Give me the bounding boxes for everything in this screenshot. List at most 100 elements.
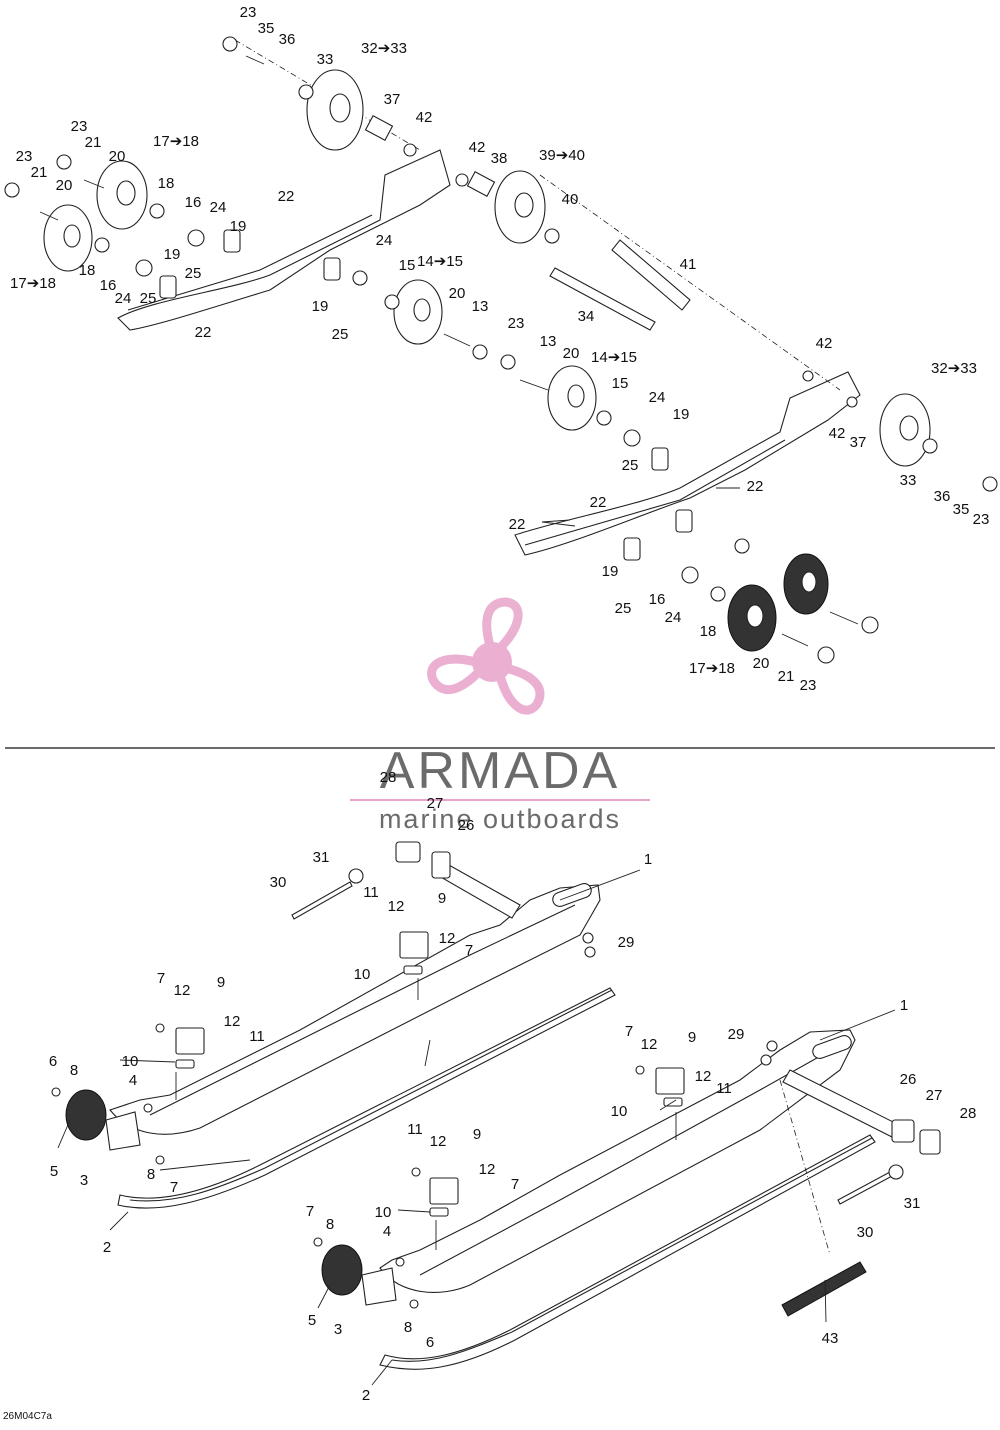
lower-callout-label: 7 xyxy=(625,1023,633,1040)
upper-callout-label: 16 xyxy=(649,591,666,608)
lower-callout-label: 4 xyxy=(129,1072,137,1089)
lower-callout-label: 2 xyxy=(362,1387,370,1404)
lower-callout-label: 31 xyxy=(313,849,330,866)
upper-callout-label: 40 xyxy=(562,191,579,208)
upper-callout-label: 25 xyxy=(185,265,202,282)
lower-callout-label: 11 xyxy=(716,1080,732,1097)
upper-callout-label: 21 xyxy=(778,668,795,685)
lower-callout-label: 29 xyxy=(728,1026,745,1043)
lower-callout-label: 12 xyxy=(388,898,405,915)
lower-callout-label: 28 xyxy=(380,769,397,786)
lower-callout-label: 1 xyxy=(644,851,652,868)
lower-callout-label: 11 xyxy=(407,1121,423,1138)
upper-callout-label: 23 xyxy=(800,677,817,694)
upper-callout-label: 20 xyxy=(109,148,126,165)
upper-callout-label: 23 xyxy=(16,148,33,165)
lower-callout-label: 8 xyxy=(147,1166,155,1183)
upper-callout-label: 38 xyxy=(491,150,508,167)
upper-callout-label: 42 xyxy=(829,425,846,442)
upper-callout-label: 21 xyxy=(85,134,102,151)
upper-callout-label: 25 xyxy=(622,457,639,474)
lower-callout-label: 8 xyxy=(326,1216,334,1233)
upper-callout-label: 23 xyxy=(240,4,257,21)
upper-callout-label: 23 xyxy=(71,118,88,135)
lower-callout-label: 27 xyxy=(427,795,444,812)
upper-callout-label: 37 xyxy=(850,434,867,451)
upper-callout-label: 22 xyxy=(195,324,212,341)
upper-callout-label: 25 xyxy=(140,290,157,307)
lower-callout-label: 31 xyxy=(904,1195,921,1212)
lower-callout-label: 3 xyxy=(80,1172,88,1189)
upper-callout-label: 14➔15 xyxy=(591,349,637,366)
upper-callout-label: 21 xyxy=(31,164,48,181)
lower-callout-label: 8 xyxy=(404,1319,412,1336)
watermark-tagline: marine outboards xyxy=(379,804,621,834)
lower-callout-label: 1 xyxy=(900,997,908,1014)
upper-callout-label: 18 xyxy=(158,175,175,192)
upper-callout-label: 42 xyxy=(816,335,833,352)
lower-callout-label: 12 xyxy=(430,1133,447,1150)
lower-callout-label: 9 xyxy=(217,974,225,991)
upper-callout-label: 37 xyxy=(384,91,401,108)
lower-callout-label: 8 xyxy=(70,1062,78,1079)
lower-callout-label: 7 xyxy=(170,1179,178,1196)
upper-callout-label: 25 xyxy=(332,326,349,343)
lower-callout-label: 29 xyxy=(618,934,635,951)
lower-callout-label: 12 xyxy=(479,1161,496,1178)
upper-callout-label: 36 xyxy=(279,31,296,48)
upper-callout-label: 34 xyxy=(578,308,595,325)
lower-callout-label: 12 xyxy=(174,982,191,999)
lower-callout-label: 6 xyxy=(426,1334,434,1351)
drawing-code: 26M04C7a xyxy=(3,1411,52,1422)
upper-callout-label: 24 xyxy=(115,290,132,307)
propeller-logo xyxy=(427,597,547,715)
upper-callout-label: 23 xyxy=(973,511,990,528)
upper-callout-label: 17➔18 xyxy=(689,660,735,677)
upper-callout-label: 19 xyxy=(602,563,619,580)
upper-callout-label: 19 xyxy=(164,246,181,263)
lower-callout-label: 27 xyxy=(926,1087,943,1104)
upper-callout-label: 16 xyxy=(100,277,117,294)
lower-callout-label: 6 xyxy=(49,1053,57,1070)
lower-callout-label: 26 xyxy=(458,817,475,834)
upper-callout-label: 13 xyxy=(540,333,557,350)
upper-callout-label: 42 xyxy=(469,139,486,156)
upper-callout-label: 42 xyxy=(416,109,433,126)
upper-callout-label: 20 xyxy=(753,655,770,672)
lower-callout-label: 10 xyxy=(611,1103,628,1120)
upper-callout-label: 18 xyxy=(700,623,717,640)
lower-callout-label: 5 xyxy=(308,1312,316,1329)
lower-callout-label: 9 xyxy=(473,1126,481,1143)
lower-callout-label: 12 xyxy=(695,1068,712,1085)
lower-callout-label: 7 xyxy=(511,1176,519,1193)
upper-callout-label: 20 xyxy=(449,285,466,302)
upper-callout-label: 20 xyxy=(563,345,580,362)
upper-callout-label: 22 xyxy=(278,188,295,205)
lower-callout-label: 11 xyxy=(363,884,379,901)
upper-callout-label: 23 xyxy=(508,315,525,332)
lower-callout-label: 7 xyxy=(157,970,165,987)
lower-callout-label: 9 xyxy=(688,1029,696,1046)
lower-callout-label: 11 xyxy=(249,1028,265,1045)
watermark-brand: ARMADA xyxy=(380,742,620,800)
upper-callout-label: 15 xyxy=(399,257,416,274)
lower-callout-label: 43 xyxy=(822,1330,839,1347)
lower-callout-label: 10 xyxy=(354,966,371,983)
lower-callout-label: 28 xyxy=(960,1105,977,1122)
lower-callout-label: 3 xyxy=(334,1321,342,1338)
upper-callout-label: 32➔33 xyxy=(361,40,407,57)
upper-callout-label: 19 xyxy=(312,298,329,315)
lower-assembly xyxy=(51,841,941,1370)
upper-callout-label: 25 xyxy=(615,600,632,617)
upper-callout-label: 14➔15 xyxy=(417,253,463,270)
upper-callout-label: 24 xyxy=(649,389,666,406)
lower-callout-label: 26 xyxy=(900,1071,917,1088)
lower-callout-label: 12 xyxy=(224,1013,241,1030)
upper-callout-label: 17➔18 xyxy=(153,133,199,150)
upper-callout-label: 20 xyxy=(56,177,73,194)
upper-callout-label: 16 xyxy=(185,194,202,211)
lower-callout-label: 5 xyxy=(50,1163,58,1180)
lower-callout-label: 10 xyxy=(122,1053,139,1070)
